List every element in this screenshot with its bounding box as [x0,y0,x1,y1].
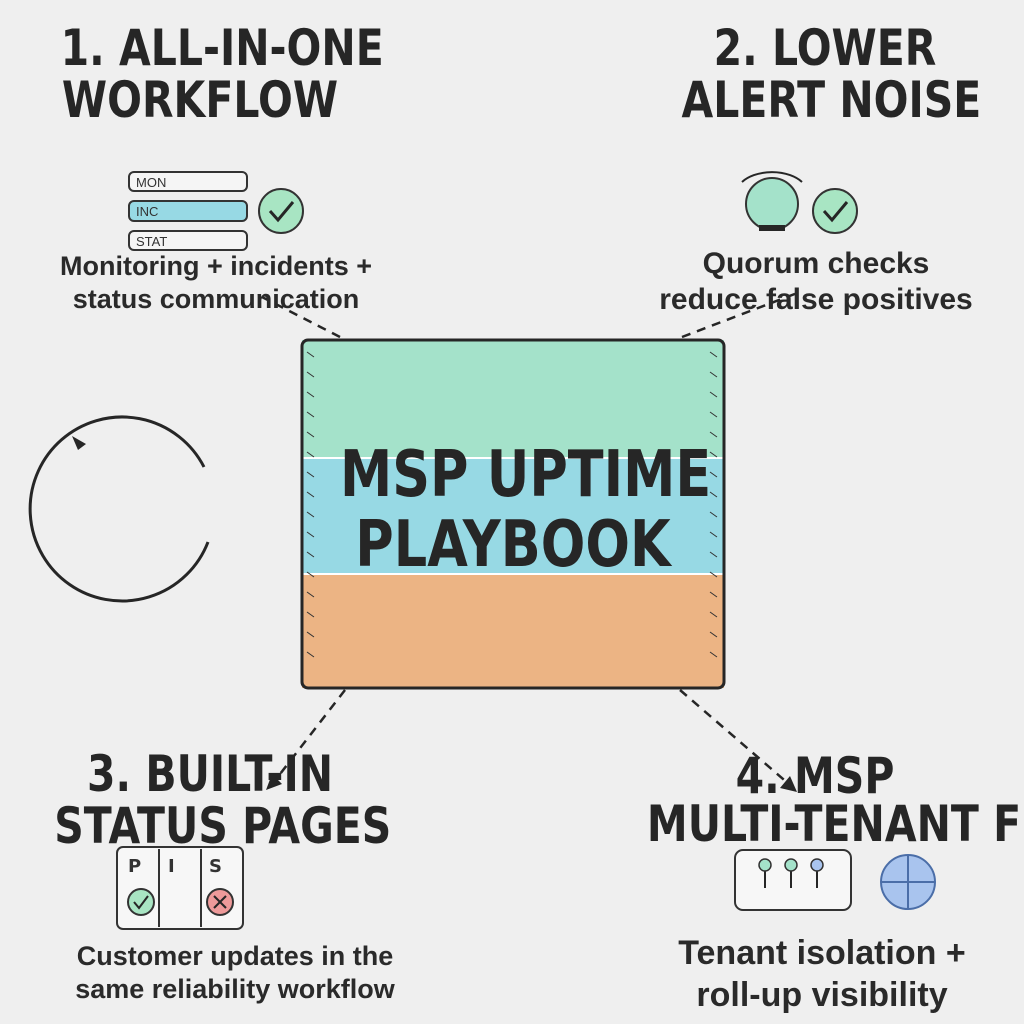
workflow-pills: MON INC STAT [128,171,248,251]
section-1-heading: 1. ALL-IN-ONE WORKFLOW [60,19,384,129]
section-4-heading-line1: 4. MSP [735,747,895,805]
section-1-caption-line2: status communication [72,284,360,314]
pill-inc [128,200,248,222]
column-s-label: S [209,856,222,877]
check-icon [258,188,304,234]
status-page-panel: P I S [116,846,244,930]
section-3-caption-line1: Customer updates in the [76,941,394,971]
section-2-caption: Quorum checks reduce false positives [630,246,1002,318]
tenant-pins-icon [734,849,852,911]
cycle-arrow-icon [28,415,210,603]
sensor-dome-icon [741,171,803,231]
pill-stat [128,230,248,251]
section-3-heading-line1: 3. BUILT-IN [86,745,334,803]
connector-4 [679,689,791,786]
section-2-caption-line2: reduce false positives [659,283,973,316]
center-title-line1: MSP UPTIME [339,438,712,512]
section-1-caption: Monitoring + incidents + status communic… [30,250,402,316]
pill-mon-label: MON [136,175,166,190]
section-3-caption-line2: same reliability workflow [75,974,395,1004]
check-icon [127,888,155,916]
globe-icon [880,854,936,910]
section-2-caption-line1: Quorum checks [702,247,930,280]
section-3-heading: 3. BUILT-IN STATUS PAGES [54,745,392,855]
pill-stat-label: STAT [136,234,167,249]
arrowhead-3 [266,774,282,790]
section-4-caption: Tenant isolation + roll-up visibility [630,932,1014,1016]
column-p-label: P [128,856,141,877]
connector-3 [269,689,346,788]
section-3-heading-line2: STATUS PAGES [54,797,392,855]
center-title: MSP UPTIME PLAYBOOK [339,438,712,582]
section-4-heading-line2: MULTI-TENANT FIT [646,795,1024,853]
arrowhead-4 [780,776,797,792]
section-4-heading: 4. MSP MULTI-TENANT FIT [646,747,1024,853]
section-4-caption-line2: roll-up visibility [696,976,948,1014]
section-4-caption-line1: Tenant isolation + [678,934,966,972]
center-box [300,338,726,690]
connector-2 [681,290,801,339]
pill-inc-label: INC [136,204,158,219]
section-2-heading-line2: ALERT NOISE [681,71,982,129]
section-3-caption: Customer updates in the same reliability… [40,940,430,1006]
section-1-heading-line2: WORKFLOW [61,71,339,129]
section-2-heading: 2. LOWER ALERT NOISE [681,19,982,129]
section-1-caption-line1: Monitoring + incidents + [59,251,373,281]
x-icon [206,888,234,916]
pill-mon [128,171,248,192]
column-i-label: I [168,856,175,877]
section-1-heading-line1: 1. ALL-IN-ONE [60,19,384,77]
check-icon [812,188,858,234]
section-2-heading-line1: 2. LOWER [713,19,937,77]
center-title-line2: PLAYBOOK [355,508,671,582]
